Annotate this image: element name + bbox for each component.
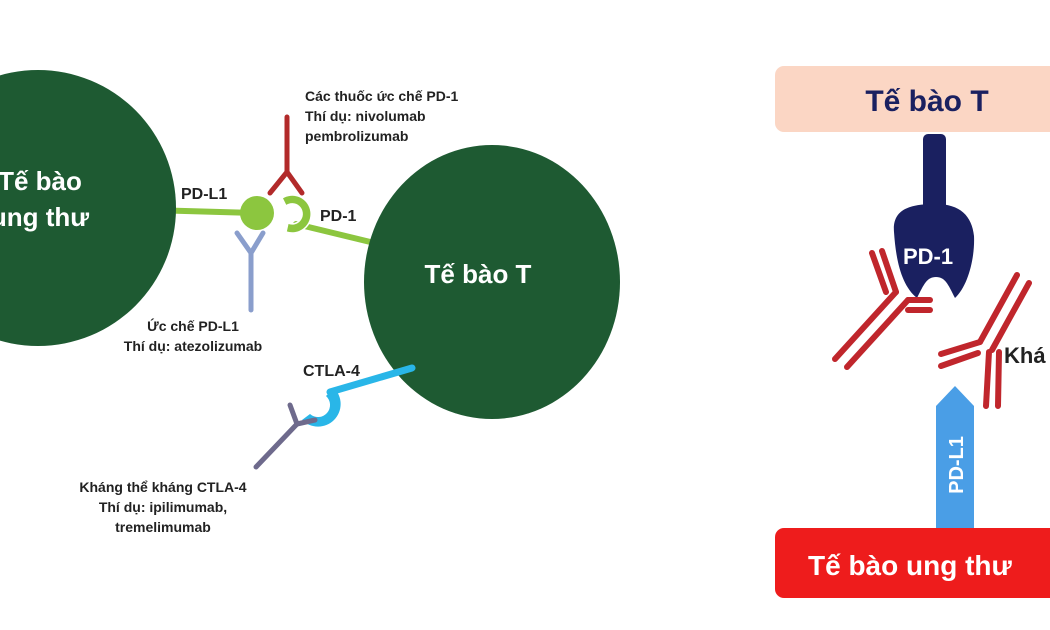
t-cell-bar — [775, 66, 1050, 132]
t-cell-label: Tế bào T — [425, 259, 532, 289]
pdl1-ligand-arrow — [936, 386, 974, 528]
cancer-cell-bar — [775, 528, 1050, 598]
cancer-cell — [0, 70, 176, 346]
pd1-inhibitor-antibody — [267, 114, 305, 196]
ctla4-label: CTLA-4 — [303, 363, 360, 380]
pd-l1-label: PD-L1 — [181, 186, 227, 203]
pdl1-drug-line2: Thí dụ: atezolizumab — [124, 338, 262, 354]
pdl1-inhibitor-antibody — [234, 230, 266, 313]
ctla4-drug-line3: tremelimumab — [115, 519, 211, 535]
pd1-drug-line1: Các thuốc ức chế PD-1 — [305, 88, 459, 104]
ctla4-drug-line1: Kháng thể kháng CTLA-4 — [79, 479, 246, 495]
cancer-cell-bar-label: Tế bào ung thư — [808, 550, 1013, 581]
pd1-label: PD-1 — [903, 244, 953, 269]
pd1-drug-line2: Thí dụ: nivolumab — [305, 108, 426, 124]
pd1-receptor-shape: PD-1 — [893, 134, 975, 298]
antibody-left — [832, 248, 933, 370]
ctla4-antibody — [253, 402, 318, 470]
ctla4-receptor — [302, 388, 341, 427]
pd1-drug-line3: pembrolizumab — [305, 128, 408, 144]
pdl1-label: PD-L1 — [946, 436, 968, 494]
pd-1-label: PD-1 — [320, 208, 357, 225]
cancer-cell-label-1: Tế bào — [0, 166, 82, 196]
antibody-label: Khá — [1004, 343, 1046, 368]
antibody-right — [938, 272, 1032, 409]
ctla4-stalk — [326, 364, 416, 396]
right-panel: Tế bào T PD-1 Khá PD-L1 — [775, 66, 1050, 598]
ctla4-drug-line2: Thí dụ: ipilimumab, — [99, 499, 227, 515]
t-cell — [364, 145, 620, 419]
cancer-cell-label-2: ung thư — [0, 202, 89, 232]
pd-1-receptor — [281, 194, 312, 234]
pdl1-drug-line1: Ức chế PD-L1 — [147, 317, 239, 334]
pd-l1-ligand — [240, 196, 274, 230]
left-panel: Tế bào ung thư Tế bào T PD-L1 PD-1 Các t… — [0, 70, 620, 535]
t-cell-bar-label: Tế bào T — [865, 85, 988, 118]
